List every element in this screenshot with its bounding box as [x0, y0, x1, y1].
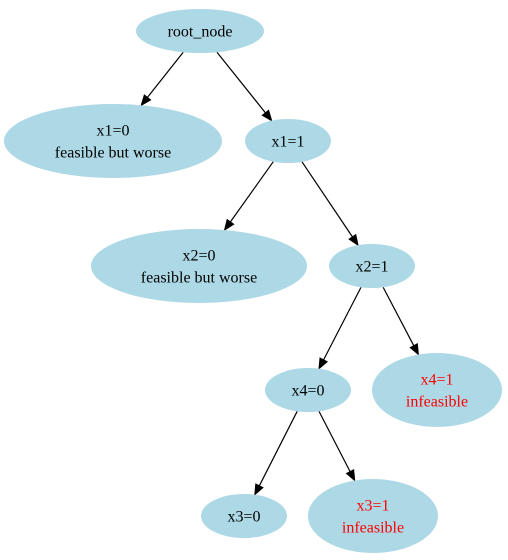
- edge-line: [146, 51, 184, 98]
- node-label: x2=1: [355, 259, 388, 276]
- arrowhead: [261, 109, 273, 122]
- node-x2-0: x2=0 feasible but worse: [91, 229, 307, 303]
- nodes-layer: root_node x1=0 feasible but worse x1=1 x2=0 f…: [4, 9, 502, 553]
- edge-root-to-x1_1: [216, 51, 273, 122]
- node-x2-1: x2=1: [329, 244, 415, 288]
- node-label: x2=0: [182, 248, 215, 265]
- edge-line: [229, 161, 274, 223]
- edge-x2_1-to-x4_1: [382, 286, 420, 356]
- node-label: x3=1: [356, 498, 389, 515]
- node-status-label: feasible but worse: [141, 270, 257, 287]
- edge-line: [318, 410, 351, 472]
- node-x3-1: x3=1 infeasible: [308, 479, 438, 553]
- arrowhead: [345, 468, 356, 482]
- edge-x4_0-to-x3_1: [318, 410, 356, 482]
- edge-line: [382, 286, 415, 346]
- node-label: x4=1: [420, 372, 453, 389]
- arrowhead: [348, 233, 359, 247]
- edge-x4_0-to-x3_0: [254, 411, 298, 496]
- node-root: root_node: [136, 9, 264, 53]
- node-x4-1: x4=1 infeasible: [372, 353, 502, 427]
- edges-layer: [140, 51, 420, 496]
- edge-line: [216, 51, 266, 114]
- node-ellipse: [245, 119, 331, 163]
- arrowhead: [254, 483, 264, 496]
- edge-x2_1-to-x4_0: [318, 286, 362, 370]
- node-x4-0: x4=0: [265, 368, 351, 412]
- arrowhead: [318, 357, 329, 370]
- node-status-label: feasible but worse: [55, 145, 171, 162]
- node-status-label: infeasible: [406, 394, 468, 411]
- edge-line: [323, 286, 362, 361]
- node-ellipse: [372, 353, 502, 427]
- node-ellipse: [201, 494, 287, 538]
- node-x1-0: x1=0 feasible but worse: [4, 104, 222, 178]
- node-label: x1=0: [96, 123, 129, 140]
- edge-line: [258, 411, 298, 487]
- node-label: root_node: [168, 24, 233, 41]
- node-label: x1=1: [271, 134, 304, 151]
- node-ellipse: [329, 244, 415, 288]
- node-ellipse: [308, 479, 438, 553]
- edge-x1_1-to-x2_1: [301, 161, 359, 247]
- arrowhead: [409, 343, 420, 356]
- node-label: x4=0: [291, 383, 324, 400]
- node-ellipse: [4, 104, 222, 178]
- node-label: x3=0: [227, 509, 260, 526]
- edge-line: [301, 161, 353, 238]
- node-x3-0: x3=0: [201, 494, 287, 538]
- node-status-label: infeasible: [342, 520, 404, 537]
- node-ellipse: [265, 368, 351, 412]
- edge-x1_1-to-x2_0: [223, 161, 274, 232]
- node-ellipse: [136, 9, 264, 53]
- node-x1-1: x1=1: [245, 119, 331, 163]
- edge-root-to-x1_0: [140, 51, 184, 107]
- arrowhead: [223, 218, 235, 232]
- arrowhead: [140, 94, 152, 107]
- node-ellipse: [91, 229, 307, 303]
